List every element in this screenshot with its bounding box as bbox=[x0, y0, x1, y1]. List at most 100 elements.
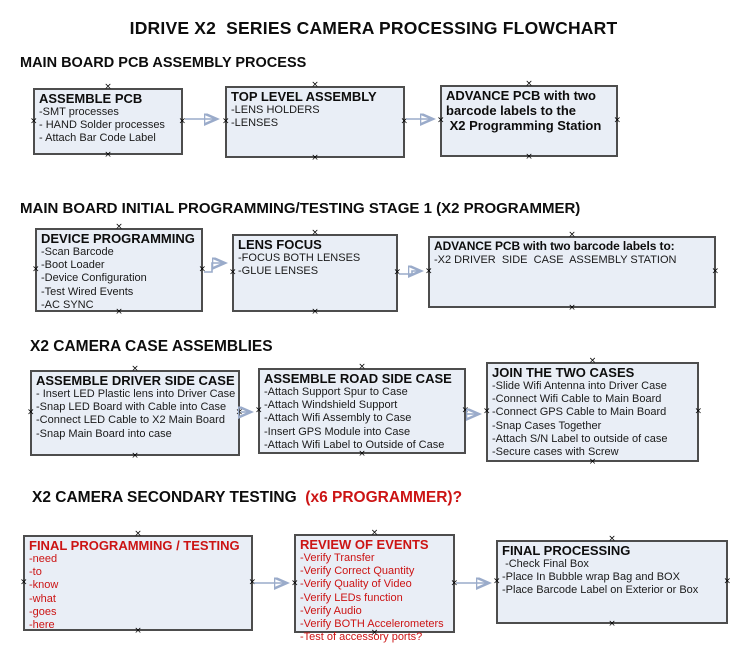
box-line: -Insert GPS Module into Case bbox=[264, 425, 411, 438]
connection-handle-icon[interactable]: × bbox=[608, 619, 616, 629]
flow-box-assemble-road-side-case[interactable]: ASSEMBLE ROAD SIDE CASE -Attach Support … bbox=[255, 363, 469, 459]
connection-handle-icon[interactable]: × bbox=[370, 528, 379, 538]
connection-handle-icon[interactable]: × bbox=[311, 153, 319, 163]
box-line: -Test Wired Events bbox=[41, 285, 134, 298]
connection-handle-icon[interactable]: × bbox=[723, 576, 731, 587]
box-title: ADVANCE PCB with two barcode labels to: bbox=[434, 239, 675, 253]
connector-arrow[interactable] bbox=[399, 271, 420, 274]
section-heading-pcb-assembly: MAIN BOARD PCB ASSEMBLY PROCESS bbox=[20, 55, 306, 71]
box-line: -need bbox=[29, 553, 58, 565]
connection-handle-icon[interactable]: × bbox=[311, 307, 319, 317]
box-title: JOIN THE TWO CASES bbox=[492, 365, 635, 380]
connection-handle-icon[interactable]: × bbox=[134, 529, 142, 539]
box-line: -SMT processes bbox=[39, 106, 119, 118]
connection-handle-icon[interactable]: × bbox=[222, 116, 230, 127]
box-line: -Attach Wifi Assembly to Case bbox=[264, 412, 412, 425]
box-line: -Connect LED Cable to X2 Main Board bbox=[36, 414, 225, 427]
connection-handle-icon[interactable]: × bbox=[131, 364, 139, 374]
box-line: -Device Configuration bbox=[41, 272, 147, 285]
connection-handle-icon[interactable]: × bbox=[393, 267, 401, 278]
box-line: -X2 DRIVER SIDE CASE ASSEMBLY STATION bbox=[434, 254, 677, 266]
box-line: -Place Barcode Label on Exterior or Box bbox=[502, 584, 699, 597]
connection-handle-icon[interactable]: × bbox=[134, 626, 142, 636]
box-line: -Slide Wifi Antenna into Driver Case bbox=[492, 380, 667, 392]
box-line: -Verify LEDs function bbox=[300, 591, 403, 604]
box-line: -AC SYNC bbox=[41, 298, 94, 311]
connection-handle-icon[interactable]: × bbox=[32, 264, 40, 275]
flow-box-device-programming[interactable]: DEVICE PROGRAMMING -Scan Barcode -Boot L… bbox=[32, 223, 206, 317]
connection-handle-icon[interactable]: × bbox=[461, 405, 469, 416]
connection-handle-icon[interactable]: × bbox=[115, 222, 123, 232]
section-heading-red-text: (x6 PROGRAMMER)? bbox=[301, 489, 463, 506]
connection-handle-icon[interactable]: × bbox=[568, 230, 576, 240]
flow-box-final-programming-testing[interactable]: FINAL PROGRAMMING / TESTING -need -to -k… bbox=[20, 530, 256, 636]
box-title: DEVICE PROGRAMMING bbox=[41, 231, 195, 246]
box-title: REVIEW OF EVENTS bbox=[300, 537, 429, 552]
box-line: -know bbox=[29, 579, 59, 592]
box-line: -Attach Support Spur to Case bbox=[264, 386, 408, 398]
connection-handle-icon[interactable]: × bbox=[311, 228, 319, 238]
connection-handle-icon[interactable]: × bbox=[178, 116, 186, 126]
connection-handle-icon[interactable]: × bbox=[588, 356, 597, 366]
section-heading-case-assemblies: X2 CAMERA CASE ASSEMBLIES bbox=[30, 338, 273, 356]
section-heading-secondary-testing: X2 CAMERA SECONDARY TESTING (x6 PROGRAMM… bbox=[32, 489, 462, 507]
connection-handle-icon[interactable]: × bbox=[711, 266, 719, 277]
connection-handle-icon[interactable]: × bbox=[425, 266, 433, 277]
connection-handle-icon[interactable]: × bbox=[400, 116, 408, 127]
connection-handle-icon[interactable]: × bbox=[358, 449, 366, 459]
box-line: -Snap LED Board with Cable into Case bbox=[36, 401, 227, 414]
connection-handle-icon[interactable]: × bbox=[437, 115, 445, 126]
connection-handle-icon[interactable]: × bbox=[291, 578, 299, 588]
connection-handle-icon[interactable]: × bbox=[450, 578, 458, 588]
section-heading-text: MAIN BOARD INITIAL PROGRAMMING/TESTING S… bbox=[20, 200, 581, 217]
connector-arrow[interactable] bbox=[204, 263, 224, 273]
flow-box-assemble-pcb[interactable]: ASSEMBLE PCB -SMT processes - HAND Solde… bbox=[30, 83, 186, 160]
box-line: -Verify Audio bbox=[300, 604, 362, 617]
flow-box-review-of-events[interactable]: REVIEW OF EVENTS -Verify Transfer -Verif… bbox=[291, 529, 458, 644]
flow-box-top-level-assembly[interactable]: TOP LEVEL ASSEMBLY -LENS HOLDERS -LENSES… bbox=[222, 81, 408, 163]
box-line: -Verify Quality of Video bbox=[300, 578, 412, 591]
connection-handle-icon[interactable]: × bbox=[694, 406, 702, 417]
connection-handle-icon[interactable]: × bbox=[131, 451, 139, 461]
section-heading-text: MAIN BOARD PCB ASSEMBLY PROCESS bbox=[20, 55, 307, 71]
box-line: -Scan Barcode bbox=[41, 246, 114, 258]
connection-handle-icon[interactable]: × bbox=[198, 264, 206, 275]
connection-handle-icon[interactable]: × bbox=[525, 152, 533, 162]
connection-handle-icon[interactable]: × bbox=[613, 115, 621, 126]
connection-handle-icon[interactable]: × bbox=[115, 307, 123, 317]
connection-handle-icon[interactable]: × bbox=[568, 303, 576, 313]
box-line: -Attach S/N Label to outside of case bbox=[492, 432, 668, 445]
connection-handle-icon[interactable]: × bbox=[229, 267, 237, 278]
box-title: ADVANCE PCB with two barcode labels to t… bbox=[446, 88, 602, 133]
connection-handle-icon[interactable]: × bbox=[104, 150, 112, 160]
connection-handle-icon[interactable]: × bbox=[248, 577, 256, 588]
box-line: -Boot Loader bbox=[41, 259, 105, 272]
connection-handle-icon[interactable]: × bbox=[525, 79, 533, 89]
connection-handle-icon[interactable]: × bbox=[27, 407, 35, 418]
connection-handle-icon[interactable]: × bbox=[483, 406, 491, 417]
flow-box-assemble-driver-side-case[interactable]: ASSEMBLE DRIVER SIDE CASE - Insert LED P… bbox=[27, 365, 243, 461]
flow-box-advance-pcb-programming-station[interactable]: ADVANCE PCB with two barcode labels to t… bbox=[437, 80, 621, 162]
box-title: FINAL PROGRAMMING / TESTING bbox=[29, 538, 240, 553]
connection-handle-icon[interactable]: × bbox=[370, 628, 379, 638]
connection-handle-icon[interactable]: × bbox=[104, 82, 112, 92]
connection-handle-icon[interactable]: × bbox=[235, 407, 243, 418]
box-line: -Connect Wifi Cable to Main Board bbox=[492, 393, 662, 406]
flow-box-advance-pcb-driver-side[interactable]: ADVANCE PCB with two barcode labels to: … bbox=[425, 231, 719, 313]
box-line: -FOCUS BOTH LENSES bbox=[238, 252, 361, 264]
flowchart-title: IDRIVE X2 SERIES CAMERA PROCESSING FLOWC… bbox=[129, 18, 618, 38]
flow-box-lens-focus[interactable]: LENS FOCUS -FOCUS BOTH LENSES -GLUE LENS… bbox=[229, 229, 401, 317]
box-line: -Test of accessory ports? bbox=[300, 631, 423, 644]
connection-handle-icon[interactable]: × bbox=[493, 576, 501, 587]
connection-handle-icon[interactable]: × bbox=[588, 457, 597, 467]
box-line: -Attach Wifi Label to Outside of Case bbox=[264, 438, 445, 451]
connection-handle-icon[interactable]: × bbox=[20, 577, 28, 588]
flow-box-final-processing[interactable]: FINAL PROCESSING -Check Final Box -Place… bbox=[493, 535, 731, 629]
connection-handle-icon[interactable]: × bbox=[608, 534, 616, 544]
flow-box-join-two-cases[interactable]: JOIN THE TWO CASES -Slide Wifi Antenna i… bbox=[483, 357, 702, 467]
connection-handle-icon[interactable]: × bbox=[358, 362, 366, 372]
connection-handle-icon[interactable]: × bbox=[311, 80, 319, 90]
connection-handle-icon[interactable]: × bbox=[30, 116, 38, 126]
connection-handle-icon[interactable]: × bbox=[255, 405, 263, 416]
